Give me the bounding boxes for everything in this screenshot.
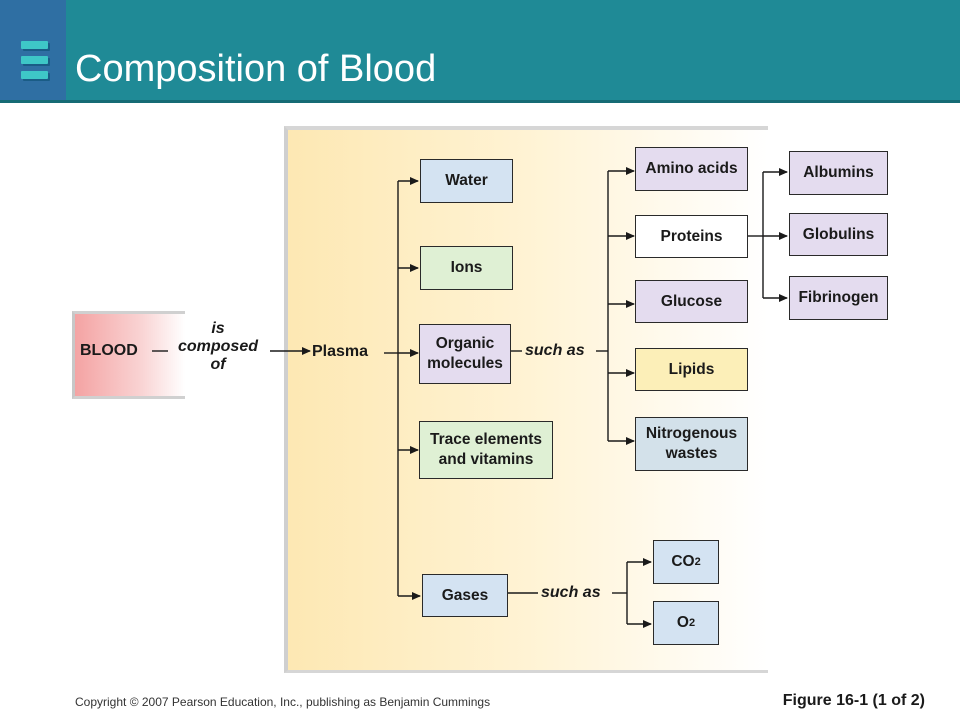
logo-bar-icon: [21, 71, 48, 79]
organic-text: Organic: [435, 335, 495, 352]
organic-molecules-box: Organic molecules: [419, 324, 511, 384]
molecules-text: molecules: [427, 355, 503, 372]
water-box: Water: [420, 159, 513, 203]
is-text: is: [211, 320, 225, 337]
globulins-box: Globulins: [789, 213, 888, 256]
is-composed-of-label: is composed of: [168, 320, 268, 374]
lipids-box: Lipids: [635, 348, 748, 391]
proteins-box: Proteins: [635, 215, 748, 258]
glucose-box: Glucose: [635, 280, 748, 323]
slide-header: [0, 0, 960, 103]
plasma-label: Plasma: [312, 343, 369, 360]
trace-elements-text: Trace elements: [429, 431, 542, 448]
co2-text: CO: [671, 553, 695, 570]
logo-bar-icon: [21, 41, 48, 49]
copyright-text: Copyright © 2007 Pearson Education, Inc.…: [75, 695, 491, 709]
and-vitamins-text: and vitamins: [438, 451, 534, 468]
gases-box: Gases: [422, 574, 508, 617]
composed-text: composed: [177, 338, 258, 355]
slide-logo: [0, 0, 66, 100]
fibrinogen-box: Fibrinogen: [789, 276, 888, 320]
albumins-box: Albumins: [789, 151, 888, 195]
blood-panel: [72, 311, 185, 399]
figure-label: Figure 16-1 (1 of 2): [782, 692, 925, 709]
slide-title: Composition of Blood: [75, 48, 437, 90]
o2-text: O: [676, 614, 689, 631]
nitrogenous-wastes-box: Nitrogenous wastes: [635, 417, 748, 471]
nitrogenous-text: Nitrogenous: [645, 425, 738, 442]
wastes-text: wastes: [665, 445, 718, 462]
such-as-label-gases: such as: [541, 584, 601, 601]
of-text: of: [210, 356, 226, 373]
trace-elements-box: Trace elements and vitamins: [419, 421, 553, 479]
amino-acids-box: Amino acids: [635, 147, 748, 191]
blood-label: BLOOD: [80, 342, 138, 359]
logo-bar-icon: [21, 56, 48, 64]
ions-box: Ions: [420, 246, 513, 290]
such-as-label-organic: such as: [525, 342, 585, 359]
